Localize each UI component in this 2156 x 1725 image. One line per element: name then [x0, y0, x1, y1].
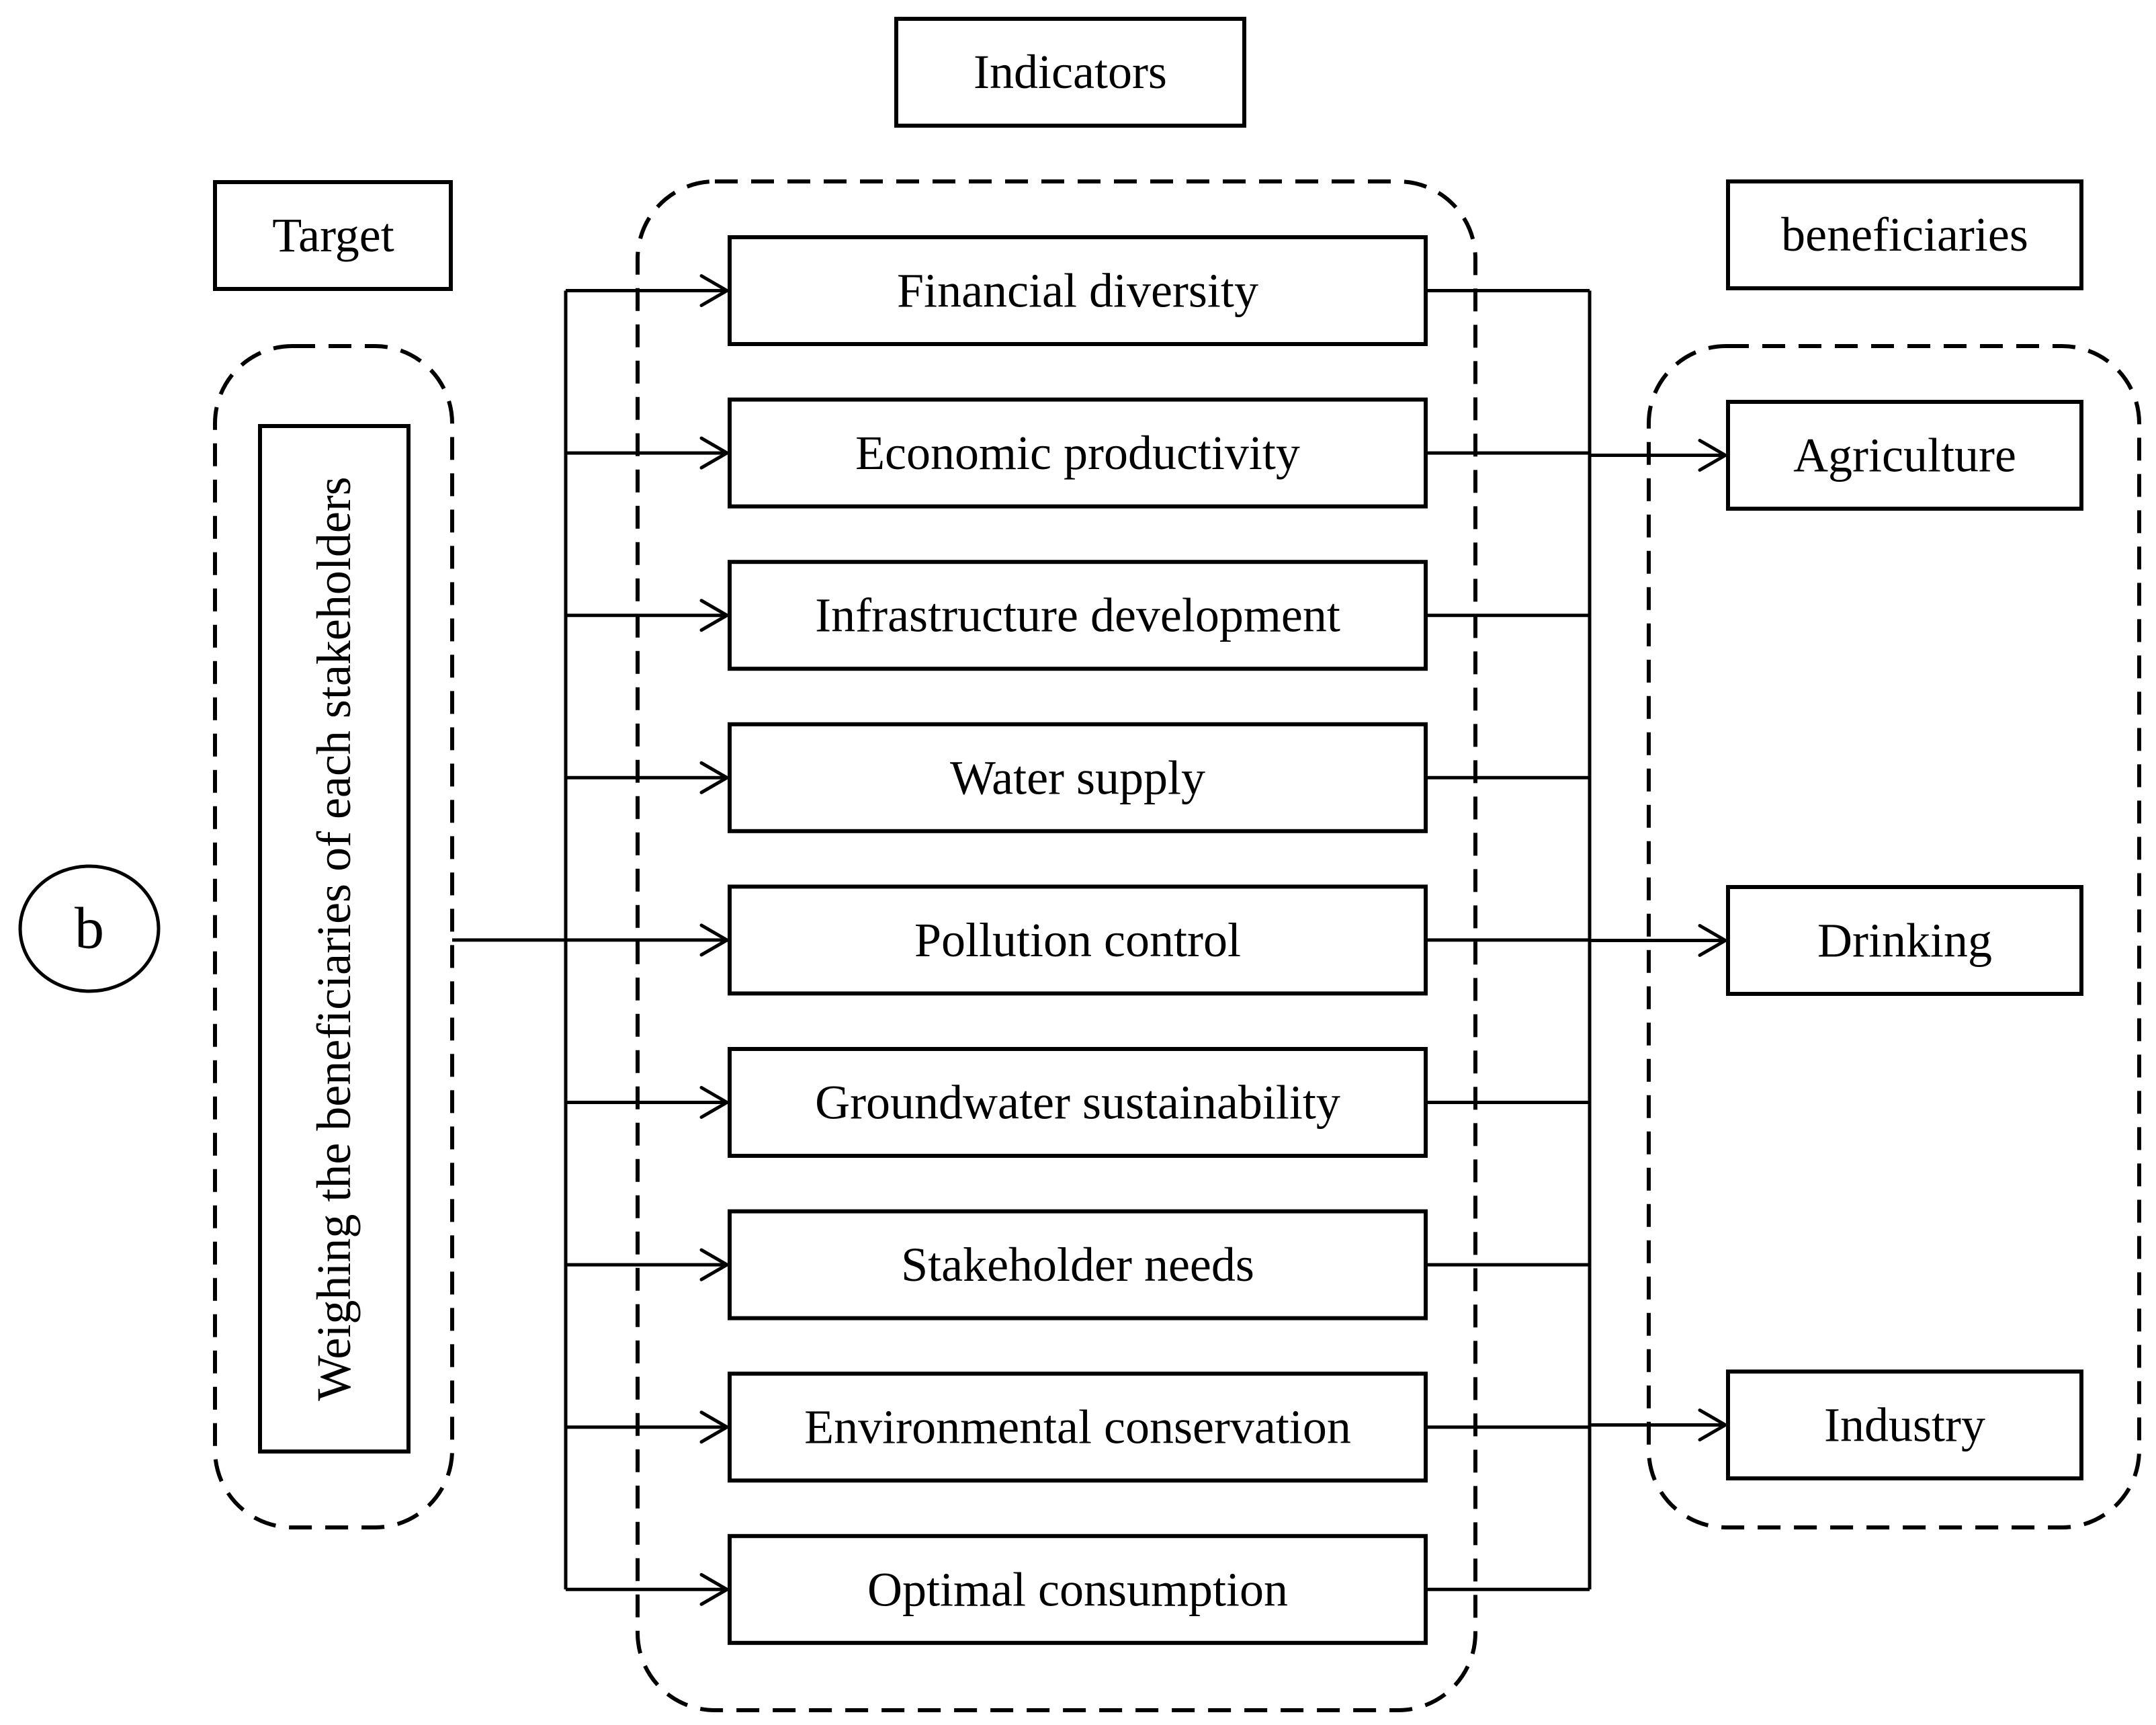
- indicator-arrowhead: [699, 1086, 729, 1119]
- target-box: Weighing the beneficiaries of each stake…: [258, 424, 411, 1454]
- indicator-label: Environmental conservation: [804, 1400, 1351, 1454]
- indicator-box: [728, 884, 1428, 996]
- indicator-label: Pollution control: [914, 913, 1241, 967]
- beneficiaries-group-outline: [1647, 344, 2141, 1529]
- target-box-frame: [258, 424, 411, 1454]
- target-box-text: Weighing the beneficiaries of each stake…: [307, 476, 361, 1401]
- beneficiary-box: [1726, 400, 2083, 511]
- indicator-arrowhead: [699, 1248, 729, 1281]
- indicator-pollution-control: Pollution control: [728, 884, 1428, 996]
- header-target-label: Target: [272, 208, 394, 262]
- indicator-label: Stakeholder needs: [901, 1238, 1254, 1292]
- indicator-label: Groundwater sustainability: [815, 1076, 1340, 1130]
- header-indicators-box: [894, 17, 1246, 128]
- beneficiary-label: Agriculture: [1793, 429, 2016, 482]
- header-target: Target: [213, 180, 453, 291]
- indicator-box: [728, 397, 1428, 509]
- indicator-stakeholder-needs: Stakeholder needs: [728, 1209, 1428, 1320]
- indicator-water-supply: Water supply: [728, 722, 1428, 833]
- indicator-box: [728, 1209, 1428, 1320]
- indicator-arrowhead: [699, 436, 729, 470]
- panel-label: b: [18, 864, 161, 993]
- beneficiary-box: [1726, 885, 2083, 996]
- indicator-label: Water supply: [950, 751, 1205, 804]
- indicator-arrowhead: [699, 923, 729, 957]
- indicator-box: [728, 235, 1428, 346]
- indicator-arrowhead: [699, 274, 729, 307]
- indicator-box: [728, 1372, 1428, 1483]
- beneficiary-arrowhead: [1698, 1408, 1727, 1441]
- indicator-arrowhead: [699, 1411, 729, 1444]
- indicator-arrowhead: [699, 599, 729, 632]
- indicator-financial-diversity: Financial diversity: [728, 235, 1428, 346]
- header-indicators-label: Indicators: [974, 45, 1167, 99]
- indicator-box: [728, 560, 1428, 671]
- indicator-groundwater-sustainability: Groundwater sustainability: [728, 1047, 1428, 1158]
- indicator-economic-productivity: Economic productivity: [728, 397, 1428, 509]
- indicator-infrastructure-development: Infrastructure development: [728, 560, 1428, 671]
- indicator-box: [728, 1047, 1428, 1158]
- connectors: [452, 274, 1727, 1606]
- header-beneficiaries-box: [1726, 179, 2083, 290]
- header-beneficiaries: beneficiaries: [1726, 179, 2083, 290]
- indicator-label: Infrastructure development: [815, 589, 1340, 642]
- indicator-arrowhead: [699, 1572, 729, 1606]
- beneficiary-arrowhead: [1698, 924, 1727, 957]
- indicator-environmental-conservation: Environmental conservation: [728, 1372, 1428, 1483]
- beneficiary-arrowhead: [1698, 439, 1727, 472]
- beneficiary-label: Industry: [1824, 1398, 1985, 1452]
- header-beneficiaries-label: beneficiaries: [1781, 208, 2028, 261]
- beneficiary-industry: Industry: [1726, 1370, 2083, 1480]
- beneficiary-agriculture: Agriculture: [1726, 400, 2083, 511]
- header-indicators: Indicators: [894, 17, 1246, 128]
- indicator-label: Optimal consumption: [867, 1562, 1288, 1616]
- indicators-group-outline: [636, 179, 1477, 1712]
- beneficiary-label: Drinking: [1817, 914, 1992, 968]
- indicator-label: Economic productivity: [855, 426, 1300, 480]
- indicator-box: [728, 722, 1428, 833]
- indicator-optimal-consumption: Optimal consumption: [728, 1533, 1428, 1645]
- indicator-label: Financial diversity: [897, 264, 1258, 318]
- indicator-arrowhead: [699, 761, 729, 794]
- panel-label-text: b: [75, 896, 104, 962]
- beneficiary-box: [1726, 1370, 2083, 1480]
- indicator-box: [728, 1533, 1428, 1645]
- beneficiary-drinking: Drinking: [1726, 885, 2083, 996]
- target-group-outline: [213, 344, 454, 1529]
- header-target-box: [213, 180, 453, 291]
- panel-label-circle: [18, 864, 161, 993]
